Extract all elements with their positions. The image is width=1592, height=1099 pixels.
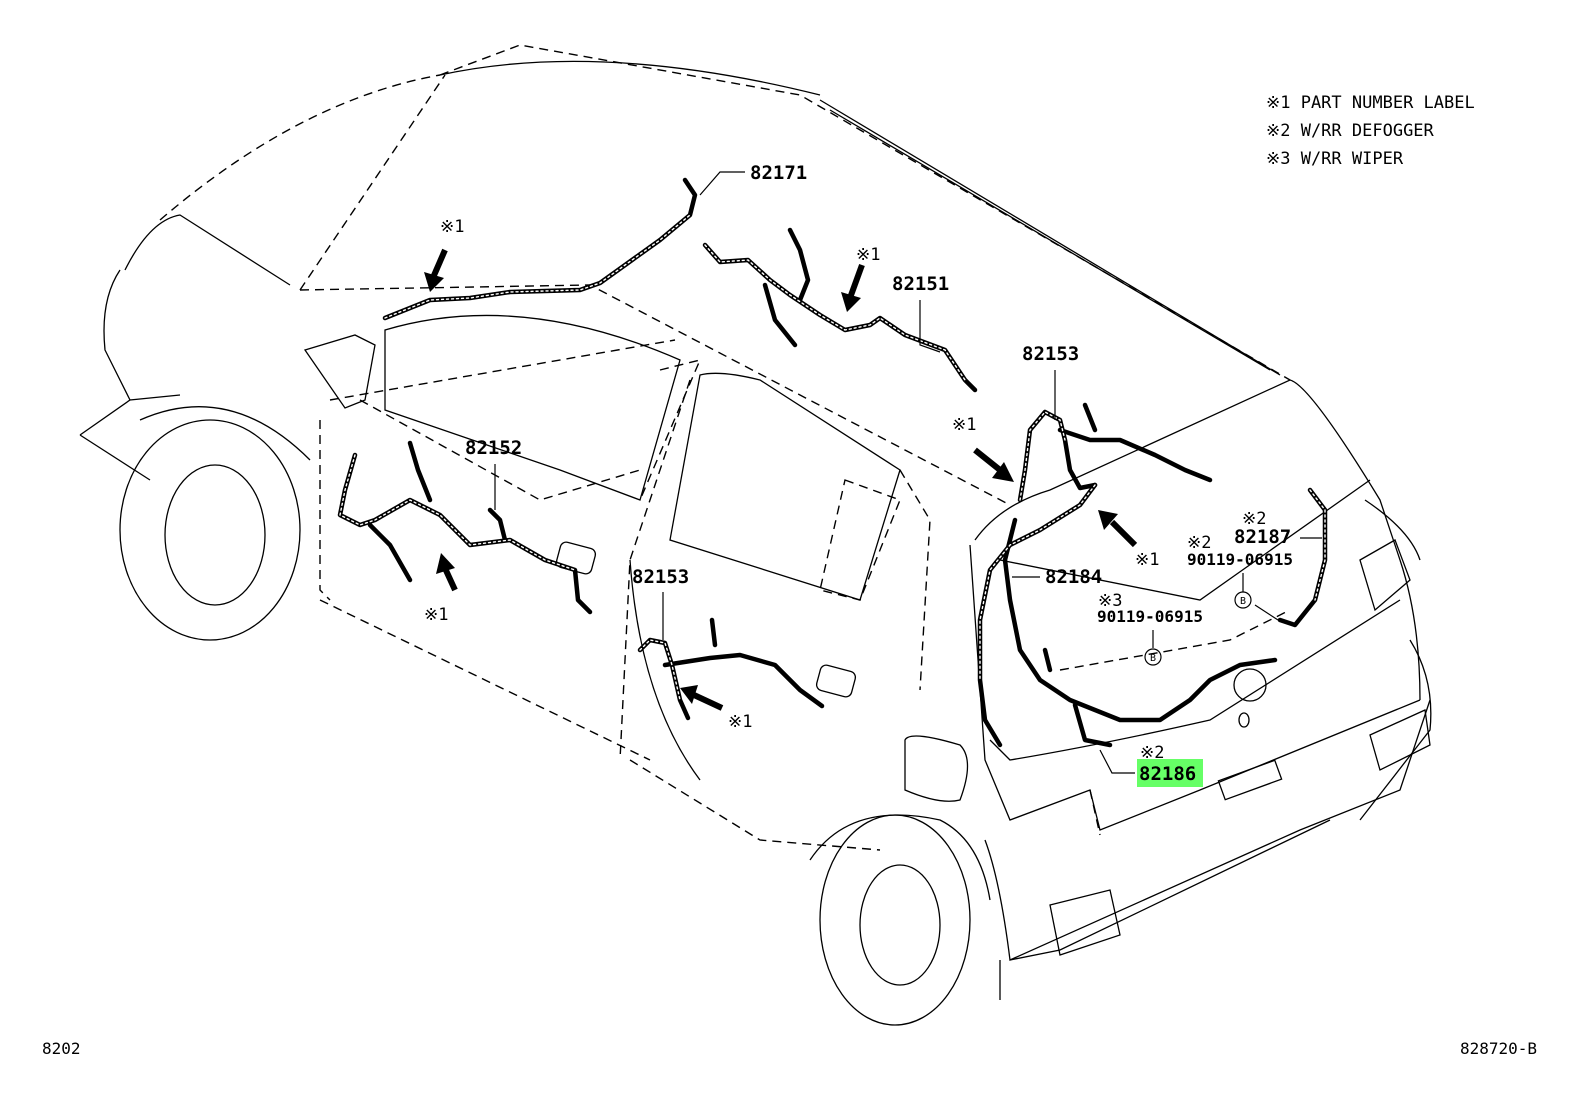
label-arrows bbox=[424, 248, 1138, 711]
svg-text:B: B bbox=[1240, 596, 1246, 607]
harness-82153-roof bbox=[1017, 402, 1213, 503]
footer-left-code: 8202 bbox=[42, 1039, 81, 1058]
part-label-82151[interactable]: 82151 bbox=[892, 273, 949, 295]
mark-3: ※3 bbox=[1098, 591, 1122, 611]
mark-1: ※1 bbox=[856, 245, 880, 265]
mark-2: ※2 bbox=[1140, 743, 1164, 763]
legend: ※1 PART NUMBER LABEL ※2 W/RR DEFOGGER ※3… bbox=[1266, 93, 1475, 169]
part-label-82187[interactable]: 82187 bbox=[1234, 526, 1291, 548]
mark-1: ※1 bbox=[952, 415, 976, 435]
arrow-icon bbox=[973, 447, 1014, 482]
arrow-icon bbox=[841, 263, 865, 312]
mark-1: ※1 bbox=[424, 605, 448, 625]
harness-82187 bbox=[1277, 487, 1328, 628]
arrow-icon bbox=[424, 248, 448, 292]
mark-2: ※2 bbox=[1187, 533, 1211, 553]
car-body-outline bbox=[79, 44, 1432, 1026]
harness-82152 bbox=[337, 440, 593, 615]
mark-1: ※1 bbox=[728, 712, 752, 732]
part-label-82153-roof[interactable]: 82153 bbox=[1022, 343, 1079, 365]
legend-note-3: ※3 W/RR WIPER bbox=[1266, 149, 1404, 169]
part-label-82171[interactable]: 82171 bbox=[750, 162, 807, 184]
part-label-82184[interactable]: 82184 bbox=[1045, 566, 1102, 588]
mark-1: ※1 bbox=[440, 217, 464, 237]
mark-2: ※2 bbox=[1242, 509, 1266, 529]
leader-lines bbox=[494, 171, 1322, 774]
mark-1: ※1 bbox=[1135, 550, 1159, 570]
legend-note-2: ※2 W/RR DEFOGGER bbox=[1266, 121, 1435, 141]
part-label-82186[interactable]: 82186 bbox=[1139, 763, 1196, 785]
part-label-82153-door[interactable]: 82153 bbox=[632, 566, 689, 588]
footer-right-code: 828720-B bbox=[1460, 1039, 1537, 1058]
svg-text:B: B bbox=[1150, 653, 1156, 664]
part-label-82152[interactable]: 82152 bbox=[465, 437, 522, 459]
arrow-icon bbox=[680, 685, 724, 711]
arrow-icon bbox=[436, 553, 458, 592]
bolt-marker-defogger: B bbox=[1234, 591, 1252, 609]
legend-note-1: ※1 PART NUMBER LABEL bbox=[1266, 93, 1475, 113]
harness-82171 bbox=[382, 177, 698, 321]
harness-82151 bbox=[702, 227, 978, 393]
arrow-icon bbox=[1098, 510, 1138, 548]
part-label-bolt-defogger[interactable]: 90119-06915 bbox=[1187, 550, 1293, 569]
harness-82184 bbox=[977, 482, 1278, 748]
part-label-bolt-wiper[interactable]: 90119-06915 bbox=[1097, 607, 1203, 626]
harness-82153-door bbox=[637, 617, 825, 721]
part-highlight bbox=[1137, 759, 1203, 787]
bolt-marker-wiper: B bbox=[1144, 648, 1162, 666]
